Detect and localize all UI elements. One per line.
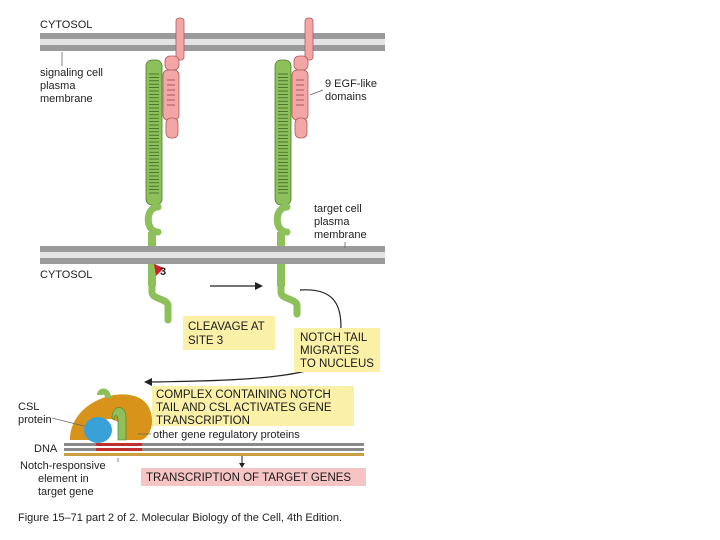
cytosol-top-label: CYTOSOL [40, 19, 92, 31]
dna-strand [64, 443, 364, 456]
transcription-text: TRANSCRIPTION OF TARGET GENES [146, 472, 351, 484]
signaling-cell-label-3: membrane [40, 93, 93, 105]
egf-label-1: 9 EGF-like [325, 78, 377, 90]
cleavage-line-2: SITE 3 [188, 335, 223, 347]
notch-element-label-1: Notch-responsive [20, 460, 106, 472]
notch-receptor-right [273, 59, 301, 318]
complex-box: COMPLEX CONTAINING NOTCH TAIL AND CSL AC… [152, 386, 354, 427]
target-cell-membrane [40, 246, 385, 264]
signaling-cell-label-2: plasma [40, 80, 76, 92]
target-cell-label-1: target cell [314, 203, 362, 215]
dna-label: DNA [34, 443, 58, 455]
cleavage-site-marker: 3 [154, 264, 166, 278]
migrates-box: NOTCH TAIL MIGRATES TO NUCLEUS [294, 328, 380, 372]
notch-receptor-left [144, 59, 172, 324]
egf-label-2: domains [325, 91, 367, 103]
site-label: 3 [160, 266, 166, 278]
target-cell-label-3: membrane [314, 229, 367, 241]
cleavage-line-1: CLEAVAGE AT [188, 321, 265, 333]
transcription-box: TRANSCRIPTION OF TARGET GENES [141, 468, 366, 486]
migrates-line-1: NOTCH TAIL [300, 332, 368, 344]
notch-element-label-3: target gene [38, 486, 94, 498]
migrates-line-3: TO NUCLEUS [300, 358, 374, 370]
migrates-line-2: MIGRATES [300, 345, 360, 357]
csl-protein-shape [84, 417, 112, 443]
delta-ligand-right [291, 17, 314, 139]
notch-element-label-2: element in [38, 473, 89, 485]
other-proteins-label: other gene regulatory proteins [153, 429, 300, 441]
cleavage-box: CLEAVAGE AT SITE 3 [183, 316, 275, 350]
complex-line-2: TAIL AND CSL ACTIVATES GENE [156, 402, 332, 414]
csl-label-1: CSL [18, 401, 39, 413]
process-arrow [210, 282, 263, 290]
target-cell-label-2: plasma [314, 216, 350, 228]
signaling-cell-label-1: signaling cell [40, 67, 103, 79]
complex-line-3: TRANSCRIPTION [156, 415, 250, 427]
figure-caption: Figure 15–71 part 2 of 2. Molecular Biol… [18, 512, 342, 524]
cytosol-mid-label: CYTOSOL [40, 269, 92, 281]
signaling-cell-membrane [40, 33, 385, 51]
delta-ligand-left [162, 17, 185, 139]
complex-line-1: COMPLEX CONTAINING NOTCH [156, 389, 331, 401]
csl-label-2: protein [18, 414, 52, 426]
gene-regulatory-complex [70, 388, 153, 443]
